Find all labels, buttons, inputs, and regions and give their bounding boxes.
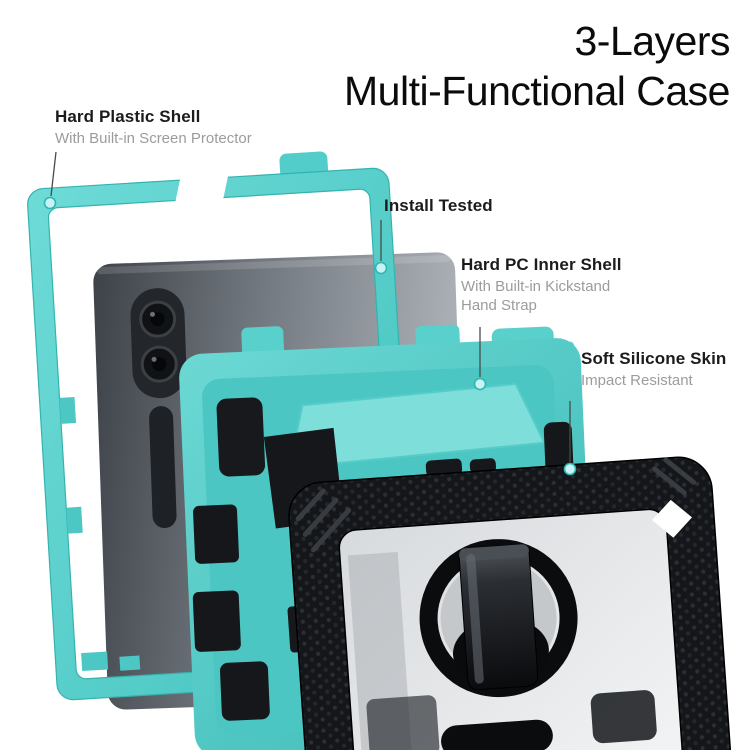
callout-install-tested: Install Tested [384, 196, 493, 216]
shell-cutout [219, 661, 270, 721]
soft-silicone-skin [287, 456, 731, 750]
callout-subtitle: With Built-in Kickstand [461, 278, 611, 295]
callout-dot-plastic-shell [43, 196, 57, 210]
kickstand-highlight [466, 553, 484, 684]
page-title: 3-Layers Multi-Functional Case [344, 16, 731, 116]
tablet-edge-highlight [96, 255, 451, 275]
kickstand-top-edge [459, 544, 529, 562]
shell-cutout [193, 504, 240, 564]
stylus [149, 406, 177, 529]
camera-lens-glint [151, 356, 157, 362]
frame-bottom-tab [119, 655, 141, 671]
diamond-cutout [652, 499, 693, 538]
callout-label: Install Tested [384, 196, 493, 215]
hard-plastic-shell-frame [27, 151, 419, 701]
frame-side-tab [66, 506, 83, 534]
shell-cutout [192, 590, 241, 652]
callout-dot-install-tested [374, 261, 388, 275]
bottom-port-cutout [441, 719, 553, 750]
case-button-bump [425, 458, 463, 477]
callout-dot-silicone-skin [563, 462, 577, 476]
callout-silicone-skin: Soft Silicone Skin Impact Resistant [581, 349, 726, 390]
case-window-cutout [366, 695, 440, 750]
callout-subtitle: With Built-in Screen Protector [55, 130, 252, 147]
callout-subtitle: Hand Strap [461, 297, 537, 315]
callout-plastic-shell: Hard Plastic Shell With Built-in Screen … [55, 107, 252, 148]
frame-bottom-tab [81, 651, 109, 672]
camera-lens-glint [149, 311, 155, 317]
callout-leaders [43, 151, 577, 476]
callout-label: Soft Silicone Skin [581, 349, 727, 368]
callout-subtitle: Impact Resistant [581, 372, 693, 389]
case-window-cutout [590, 690, 657, 744]
page-title-line2: Multi-Functional Case [344, 68, 731, 115]
shell-camera-cutout [216, 397, 266, 477]
callout-label: Hard PC Inner Shell [461, 255, 622, 274]
callout-label: Hard Plastic Shell [55, 107, 201, 126]
frame-side-tab [59, 396, 77, 424]
callout-inner-shell: Hard PC Inner Shell With Built-in Kickst… [461, 255, 622, 315]
leader-line-plastic-shell [50, 151, 57, 197]
callout-dot-inner-shell [473, 377, 487, 391]
case-button-bump [469, 458, 497, 474]
page-title-line1: 3-Layers [574, 18, 730, 64]
corner-grip-ridges [295, 457, 697, 553]
camera-notch [171, 175, 229, 219]
